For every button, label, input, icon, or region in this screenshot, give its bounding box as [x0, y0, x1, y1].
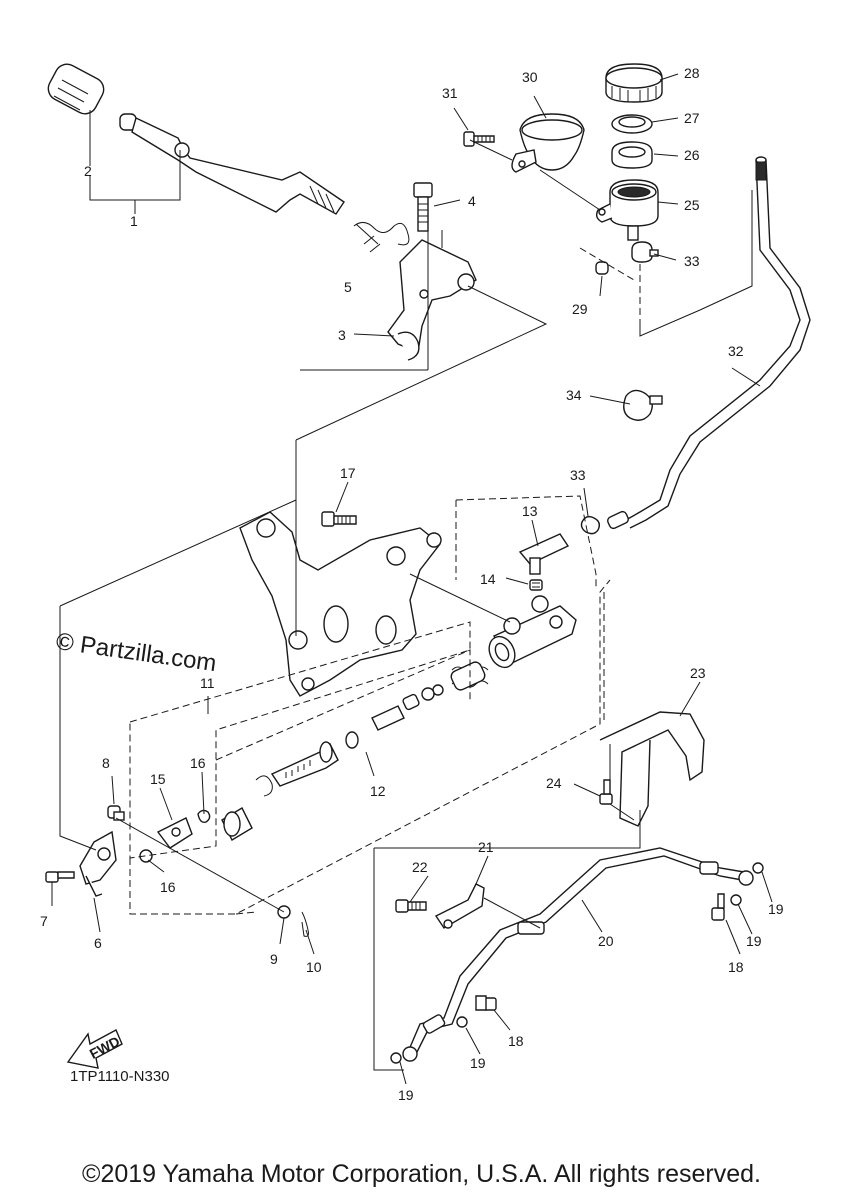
bolt-14 — [529, 579, 543, 591]
bolt-24 — [599, 779, 613, 805]
copyright-notice: ©2019 Yamaha Motor Corporation, U.S.A. A… — [82, 1160, 761, 1188]
callout-21: 21 — [478, 839, 494, 855]
callout-1: 1 — [130, 213, 138, 229]
hose-clamp-33-top — [631, 241, 659, 263]
callout-33-bottom: 33 — [570, 467, 586, 483]
bolt-17 — [321, 511, 357, 527]
callout-13: 13 — [522, 503, 538, 519]
callout-29: 29 — [572, 301, 588, 317]
master-cylinder — [488, 595, 577, 669]
callout-3: 3 — [338, 327, 346, 343]
footrest-bracket — [239, 511, 442, 697]
callout-33-top: 33 — [684, 253, 700, 269]
reservoir-hose-32 — [607, 156, 811, 530]
callout-32: 32 — [728, 343, 744, 359]
cotter-pin-10 — [301, 911, 309, 937]
washer-16-lower — [139, 849, 153, 863]
callout-34: 34 — [566, 387, 582, 403]
reservoir-25 — [595, 179, 659, 241]
callout-6: 6 — [94, 935, 102, 951]
callout-16-lower: 16 — [160, 879, 176, 895]
callout-4: 4 — [468, 193, 476, 209]
bolt-7 — [45, 871, 75, 883]
hose-joint-13 — [518, 533, 570, 575]
brake-pedal — [47, 63, 345, 215]
callout-18-right: 18 — [728, 959, 744, 975]
bolt-18-upper — [711, 893, 725, 921]
callout-20: 20 — [598, 933, 614, 949]
callout-7: 7 — [40, 913, 48, 929]
callout-19-c: 19 — [470, 1055, 486, 1071]
callout-15: 15 — [150, 771, 166, 787]
reservoir-cap-28 — [605, 63, 663, 103]
screw-31 — [463, 131, 495, 147]
callout-19-d: 19 — [398, 1087, 414, 1103]
callout-19-b: 19 — [746, 933, 762, 949]
clevis-15 — [156, 809, 211, 849]
dashed-guide-lines — [129, 247, 641, 915]
callout-10: 10 — [306, 959, 322, 975]
hose-clip-21 — [434, 883, 485, 929]
piston-kit — [221, 661, 489, 841]
callout-24: 24 — [546, 775, 562, 791]
pin-8 — [107, 805, 125, 821]
washers-19 — [390, 862, 764, 1064]
bolt-18-lower — [475, 995, 497, 1011]
bracket-23 — [599, 711, 705, 827]
callout-pointers — [51, 73, 773, 1085]
callout-14: 14 — [480, 571, 496, 587]
leader-lines — [59, 110, 753, 1071]
hose-clamp-33-bottom — [580, 515, 601, 535]
drawing-code: 1TP1110-N330 — [70, 1068, 170, 1085]
callout-2: 2 — [84, 163, 92, 179]
callout-25: 25 — [684, 197, 700, 213]
callout-27: 27 — [684, 110, 700, 126]
callout-31: 31 — [442, 85, 458, 101]
grommet-29 — [595, 261, 609, 275]
bolt-4 — [413, 182, 433, 232]
callout-8: 8 — [102, 755, 110, 771]
plate-27 — [611, 114, 653, 134]
callout-18-lower: 18 — [508, 1033, 524, 1049]
fwd-arrow-icon: FWD — [66, 1029, 123, 1069]
callout-26: 26 — [684, 147, 700, 163]
callout-12: 12 — [370, 783, 386, 799]
callout-16-upper: 16 — [190, 755, 206, 771]
callout-30: 30 — [522, 69, 538, 85]
brake-hose-20 — [402, 847, 754, 1062]
callout-23: 23 — [690, 665, 706, 681]
callout-labels: 1 2 3 4 5 6 7 8 9 10 11 12 13 14 15 16 1… — [40, 65, 784, 1103]
hose-clamp-34 — [623, 389, 663, 421]
callout-28: 28 — [684, 65, 700, 81]
return-spring — [353, 222, 410, 253]
callout-5: 5 — [344, 279, 352, 295]
diaphragm-26 — [611, 141, 653, 169]
callout-22: 22 — [412, 859, 428, 875]
reservoir-cover-30 — [511, 113, 585, 173]
pedal-bracket — [387, 239, 477, 361]
callout-11: 11 — [200, 675, 215, 691]
callout-9: 9 — [270, 951, 278, 967]
callout-19-a: 19 — [768, 901, 784, 917]
bolt-22 — [395, 899, 427, 913]
callout-17: 17 — [340, 465, 356, 481]
arm-6 — [79, 830, 117, 897]
